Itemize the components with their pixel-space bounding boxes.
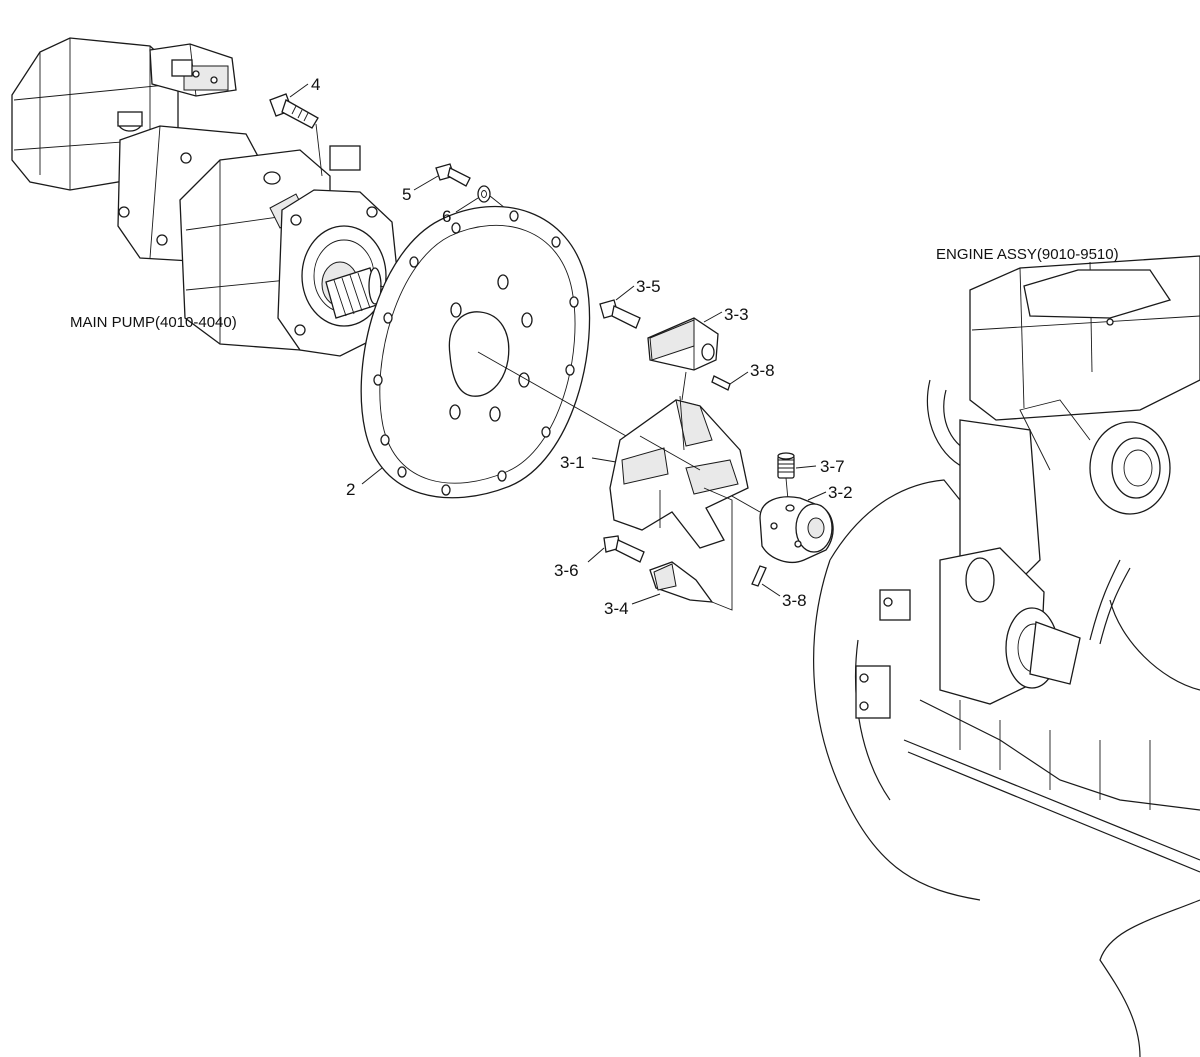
callout-3-8-upper: 3-8 xyxy=(750,361,775,380)
bolt-part-3-6 xyxy=(587,535,645,563)
coupling-flange-part-2 xyxy=(360,206,591,499)
callout-3-1: 3-1 xyxy=(560,453,585,472)
main-pump-label: MAIN PUMP(4010-4040) xyxy=(70,314,237,331)
callout-5: 5 xyxy=(402,185,411,204)
bolt-part-4 xyxy=(269,83,323,177)
main-pump-drawing xyxy=(11,37,399,357)
callout-6: 6 xyxy=(442,207,451,226)
callout-3-3: 3-3 xyxy=(724,305,749,324)
pin-part-3-8-lower xyxy=(751,565,781,597)
callout-3-2: 3-2 xyxy=(828,483,853,502)
callout-3-7: 3-7 xyxy=(820,457,845,476)
bolt-part-5 xyxy=(413,163,471,191)
clamp-part-3-3 xyxy=(647,311,723,401)
callout-3-8-lower: 3-8 xyxy=(782,591,807,610)
hub-part-3-2 xyxy=(759,491,834,563)
callout-4: 4 xyxy=(311,75,320,94)
callout-2: 2 xyxy=(346,480,355,499)
callout-3-4: 3-4 xyxy=(604,599,629,618)
bolt-part-3-5 xyxy=(599,285,641,329)
clamp-part-3-4 xyxy=(631,487,733,611)
setscrew-part-3-7 xyxy=(777,452,817,501)
pin-part-3-8-upper xyxy=(711,371,749,391)
spider-part-3-1 xyxy=(591,395,749,549)
engine-assy-label: ENGINE ASSY(9010-9510) xyxy=(936,246,1119,263)
engine-drawing xyxy=(813,255,1200,1057)
callout-3-6: 3-6 xyxy=(554,561,579,580)
callout-3-5: 3-5 xyxy=(636,277,661,296)
